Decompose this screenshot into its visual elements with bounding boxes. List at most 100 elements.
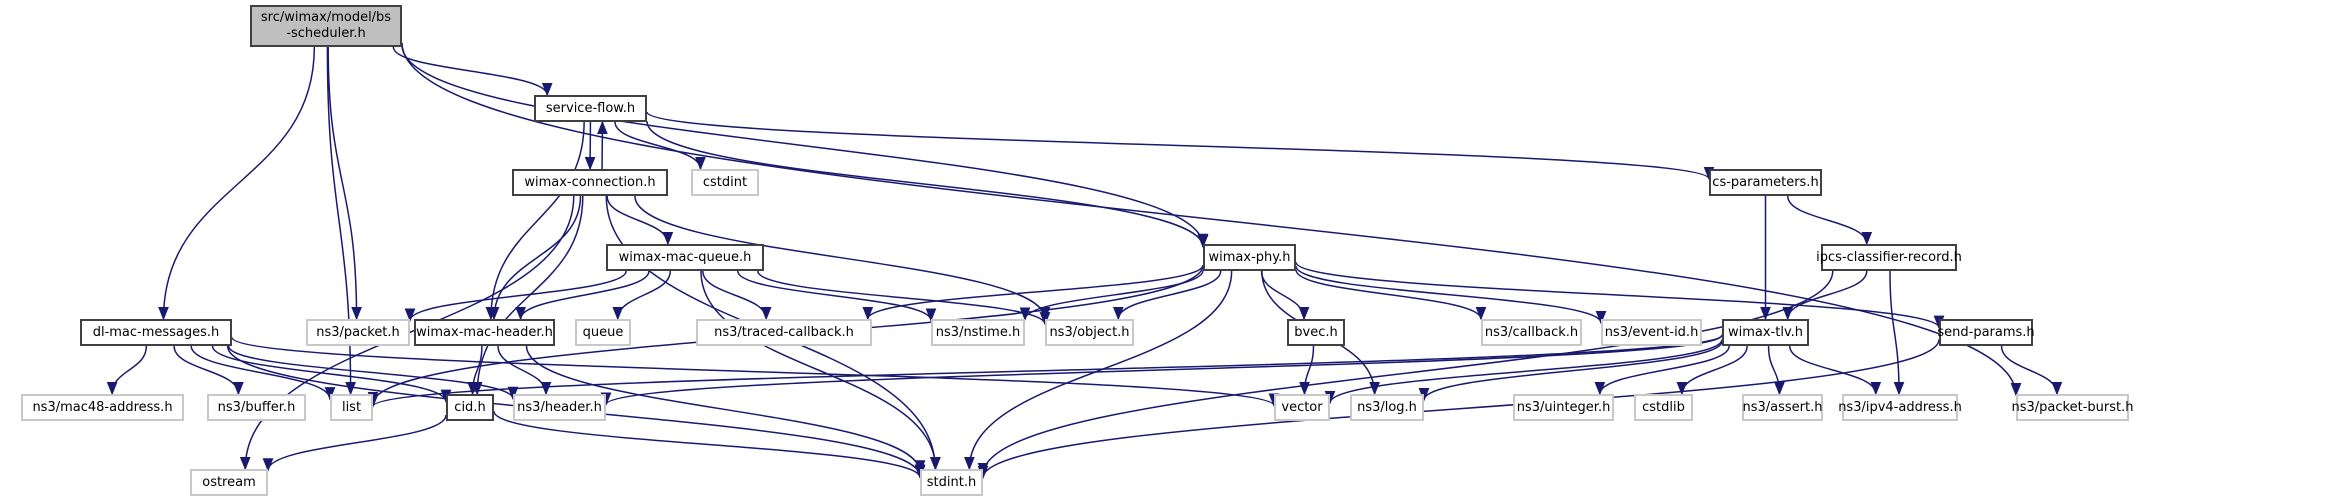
- edge-dl_mac_messages-to-cid: [211, 345, 452, 404]
- node-wimax-tlv[interactable]: wimax-tlv.h: [1722, 319, 1809, 346]
- node-ns3-log: ns3/log.h: [1350, 394, 1424, 421]
- node-cstdlib: cstdlib: [1634, 394, 1693, 421]
- node-cstdint: cstdint: [691, 169, 759, 196]
- edge-ipcs_classifier_record-to-stdint: [977, 270, 1834, 477]
- node-service-flow[interactable]: service-flow.h: [534, 95, 647, 122]
- node-wimax-connection[interactable]: wimax-connection.h: [512, 169, 668, 196]
- edge-bvec-to-vector: [1299, 345, 1315, 396]
- edge-wimax_phy-to-ns3_callback: [1295, 269, 1487, 321]
- node-label: bvec.h: [1294, 324, 1338, 340]
- edge-wimax_phy-to-ns3_nstime: [1019, 270, 1204, 321]
- edge-cs_parameters-to-ipcs_classifier_record: [1786, 195, 1873, 246]
- node-label: wimax-mac-queue.h: [618, 249, 752, 265]
- edge-wimax_tlv-to-ns3_assert: [1767, 345, 1785, 396]
- edge-wimax_mac_header-to-stdint: [525, 345, 926, 474]
- node-label: dl-mac-messages.h: [92, 324, 220, 340]
- node-label: ns3/traced-callback.h: [714, 324, 854, 340]
- node-bvec[interactable]: bvec.h: [1287, 319, 1345, 346]
- node-label: vector: [1281, 399, 1323, 415]
- edge-root-to-service_flow: [392, 46, 553, 97]
- edge-wimax_tlv-to-ns3_log: [1418, 340, 1723, 402]
- node-label: ns3/packet-burst.h: [2011, 399, 2134, 415]
- edge-dl_mac_messages-to-vector: [231, 336, 1280, 408]
- node-label: cs-parameters.h: [1712, 174, 1819, 190]
- edge-ipcs_classifier_record-to-ns3_ipv4_address: [1889, 270, 1905, 396]
- edge-wimax_tlv-to-ns3_header: [600, 334, 1723, 406]
- node-label: ns3/nstime.h: [935, 324, 1021, 340]
- edge-wimax_mac_queue-to-ns3_packet: [404, 270, 627, 322]
- edge-wimax_phy-to-ns3_object: [1112, 270, 1222, 321]
- node-label: ostream: [202, 474, 256, 490]
- edge-ipcs_classifier_record-to-wimax_tlv: [1782, 270, 1868, 321]
- node-dl-mac-messages[interactable]: dl-mac-messages.h: [80, 319, 232, 346]
- node-ns3-buffer: ns3/buffer.h: [207, 394, 306, 421]
- node-wimax-mac-header[interactable]: wimax-mac-header.h: [414, 319, 555, 346]
- edge-service_flow-to-wimax_phy: [646, 121, 1209, 249]
- edge-send_params-to-stdint: [977, 339, 1940, 480]
- node-label: cid.h: [454, 399, 486, 415]
- edge-wimax_tlv-to-vector: [1324, 339, 1723, 405]
- node-ns3-uinteger: ns3/uinteger.h: [1513, 394, 1614, 421]
- edge-wimax_connection-to-ns3_object: [634, 195, 1051, 321]
- edge-service_flow-to-cs_parameters: [646, 111, 1715, 181]
- node-label: wimax-connection.h: [524, 174, 656, 190]
- node-ns3-ipv4-address: ns3/ipv4-address.h: [1838, 394, 1962, 421]
- edge-wimax_mac_header-to-cid: [467, 345, 483, 396]
- edge-wimax_phy-to-stdint: [964, 270, 1233, 471]
- node-ns3-header: ns3/header.h: [513, 394, 606, 421]
- node-label: cstdlib: [1642, 399, 1685, 415]
- edge-root-to-ns3_packet_burst: [401, 42, 2022, 397]
- node-label: ns3/event-id.h: [1604, 324, 1699, 340]
- edge-wimax_tlv-to-list: [368, 334, 1723, 408]
- edge-wimax_phy-to-send_params: [1295, 261, 1945, 330]
- edge-wimax_mac_queue-to-wimax_mac_header: [515, 270, 650, 321]
- edge-wimax_phy-to-ns3_event_id: [1295, 265, 1607, 325]
- edge-dl_mac_messages-to-ns3_buffer: [173, 345, 244, 396]
- edge-wimax_tlv-to-ns3_uinteger: [1594, 345, 1730, 396]
- node-ns3-nstime: ns3/nstime.h: [931, 319, 1025, 346]
- node-root-bs-scheduler: src/wimax/model/bs -scheduler.h: [250, 5, 402, 47]
- node-stdint: stdint.h: [920, 469, 983, 496]
- edge-wimax_tlv-to-ns3_ipv4_address: [1788, 345, 1882, 396]
- node-label: ns3/mac48-address.h: [32, 399, 173, 415]
- node-label: queue: [582, 324, 624, 340]
- node-list: list: [330, 394, 373, 421]
- node-ns3-packet-burst: ns3/packet-burst.h: [2012, 394, 2133, 421]
- edge-cid-to-ostream: [262, 414, 447, 472]
- node-label: service-flow.h: [545, 100, 636, 116]
- edge-service_flow-to-cstdint: [614, 121, 706, 171]
- edge-wimax_connection-to-wimax_mac_header: [488, 195, 582, 321]
- node-cid[interactable]: cid.h: [446, 394, 494, 421]
- node-label: ns3/ipv4-address.h: [1838, 399, 1962, 415]
- node-label: send-params.h: [1937, 324, 2035, 340]
- node-label: wimax-tlv.h: [1727, 324, 1804, 340]
- node-label: list: [341, 399, 362, 415]
- node-ns3-traced-callback: ns3/traced-callback.h: [696, 319, 872, 346]
- edge-dl_mac_messages-to-ns3_mac48_address: [106, 345, 148, 396]
- node-ns3-object: ns3/object.h: [1045, 319, 1134, 346]
- node-label: ns3/callback.h: [1484, 324, 1579, 340]
- edge-wimax_tlv-to-cstdlib: [1676, 345, 1748, 396]
- node-label-line1: src/wimax/model/bs: [260, 10, 392, 25]
- edge-wimax_phy-to-bvec: [1260, 270, 1310, 321]
- edge-wimax_mac_queue-to-ns3_nstime: [736, 270, 937, 322]
- node-wimax-phy[interactable]: wimax-phy.h: [1203, 244, 1296, 271]
- node-label: ns3/uinteger.h: [1516, 399, 1611, 415]
- edge-wimax_connection-to-wimax_mac_queue: [606, 195, 674, 246]
- node-send-params[interactable]: send-params.h: [1937, 319, 2035, 346]
- node-cs-parameters[interactable]: cs-parameters.h: [1709, 169, 1822, 196]
- node-ns3-packet: ns3/packet.h: [306, 319, 410, 346]
- edge-wimax_phy-to-ns3_traced_callback: [862, 264, 1204, 321]
- node-wimax-mac-queue[interactable]: wimax-mac-queue.h: [606, 244, 764, 271]
- edge-dl_mac_messages-to-list: [190, 345, 336, 401]
- node-label: stdint.h: [926, 474, 977, 490]
- node-label: ns3/header.h: [517, 399, 602, 415]
- node-label: wimax-phy.h: [1208, 249, 1291, 265]
- node-vector: vector: [1274, 394, 1330, 421]
- edge-cid-to-stdint: [493, 410, 926, 479]
- node-ipcs-classifier-record[interactable]: ipcs-classifier-record.h: [1816, 244, 1962, 271]
- node-label: cstdint: [702, 174, 748, 190]
- edge-send_params-to-ns3_packet_burst: [2000, 345, 2063, 396]
